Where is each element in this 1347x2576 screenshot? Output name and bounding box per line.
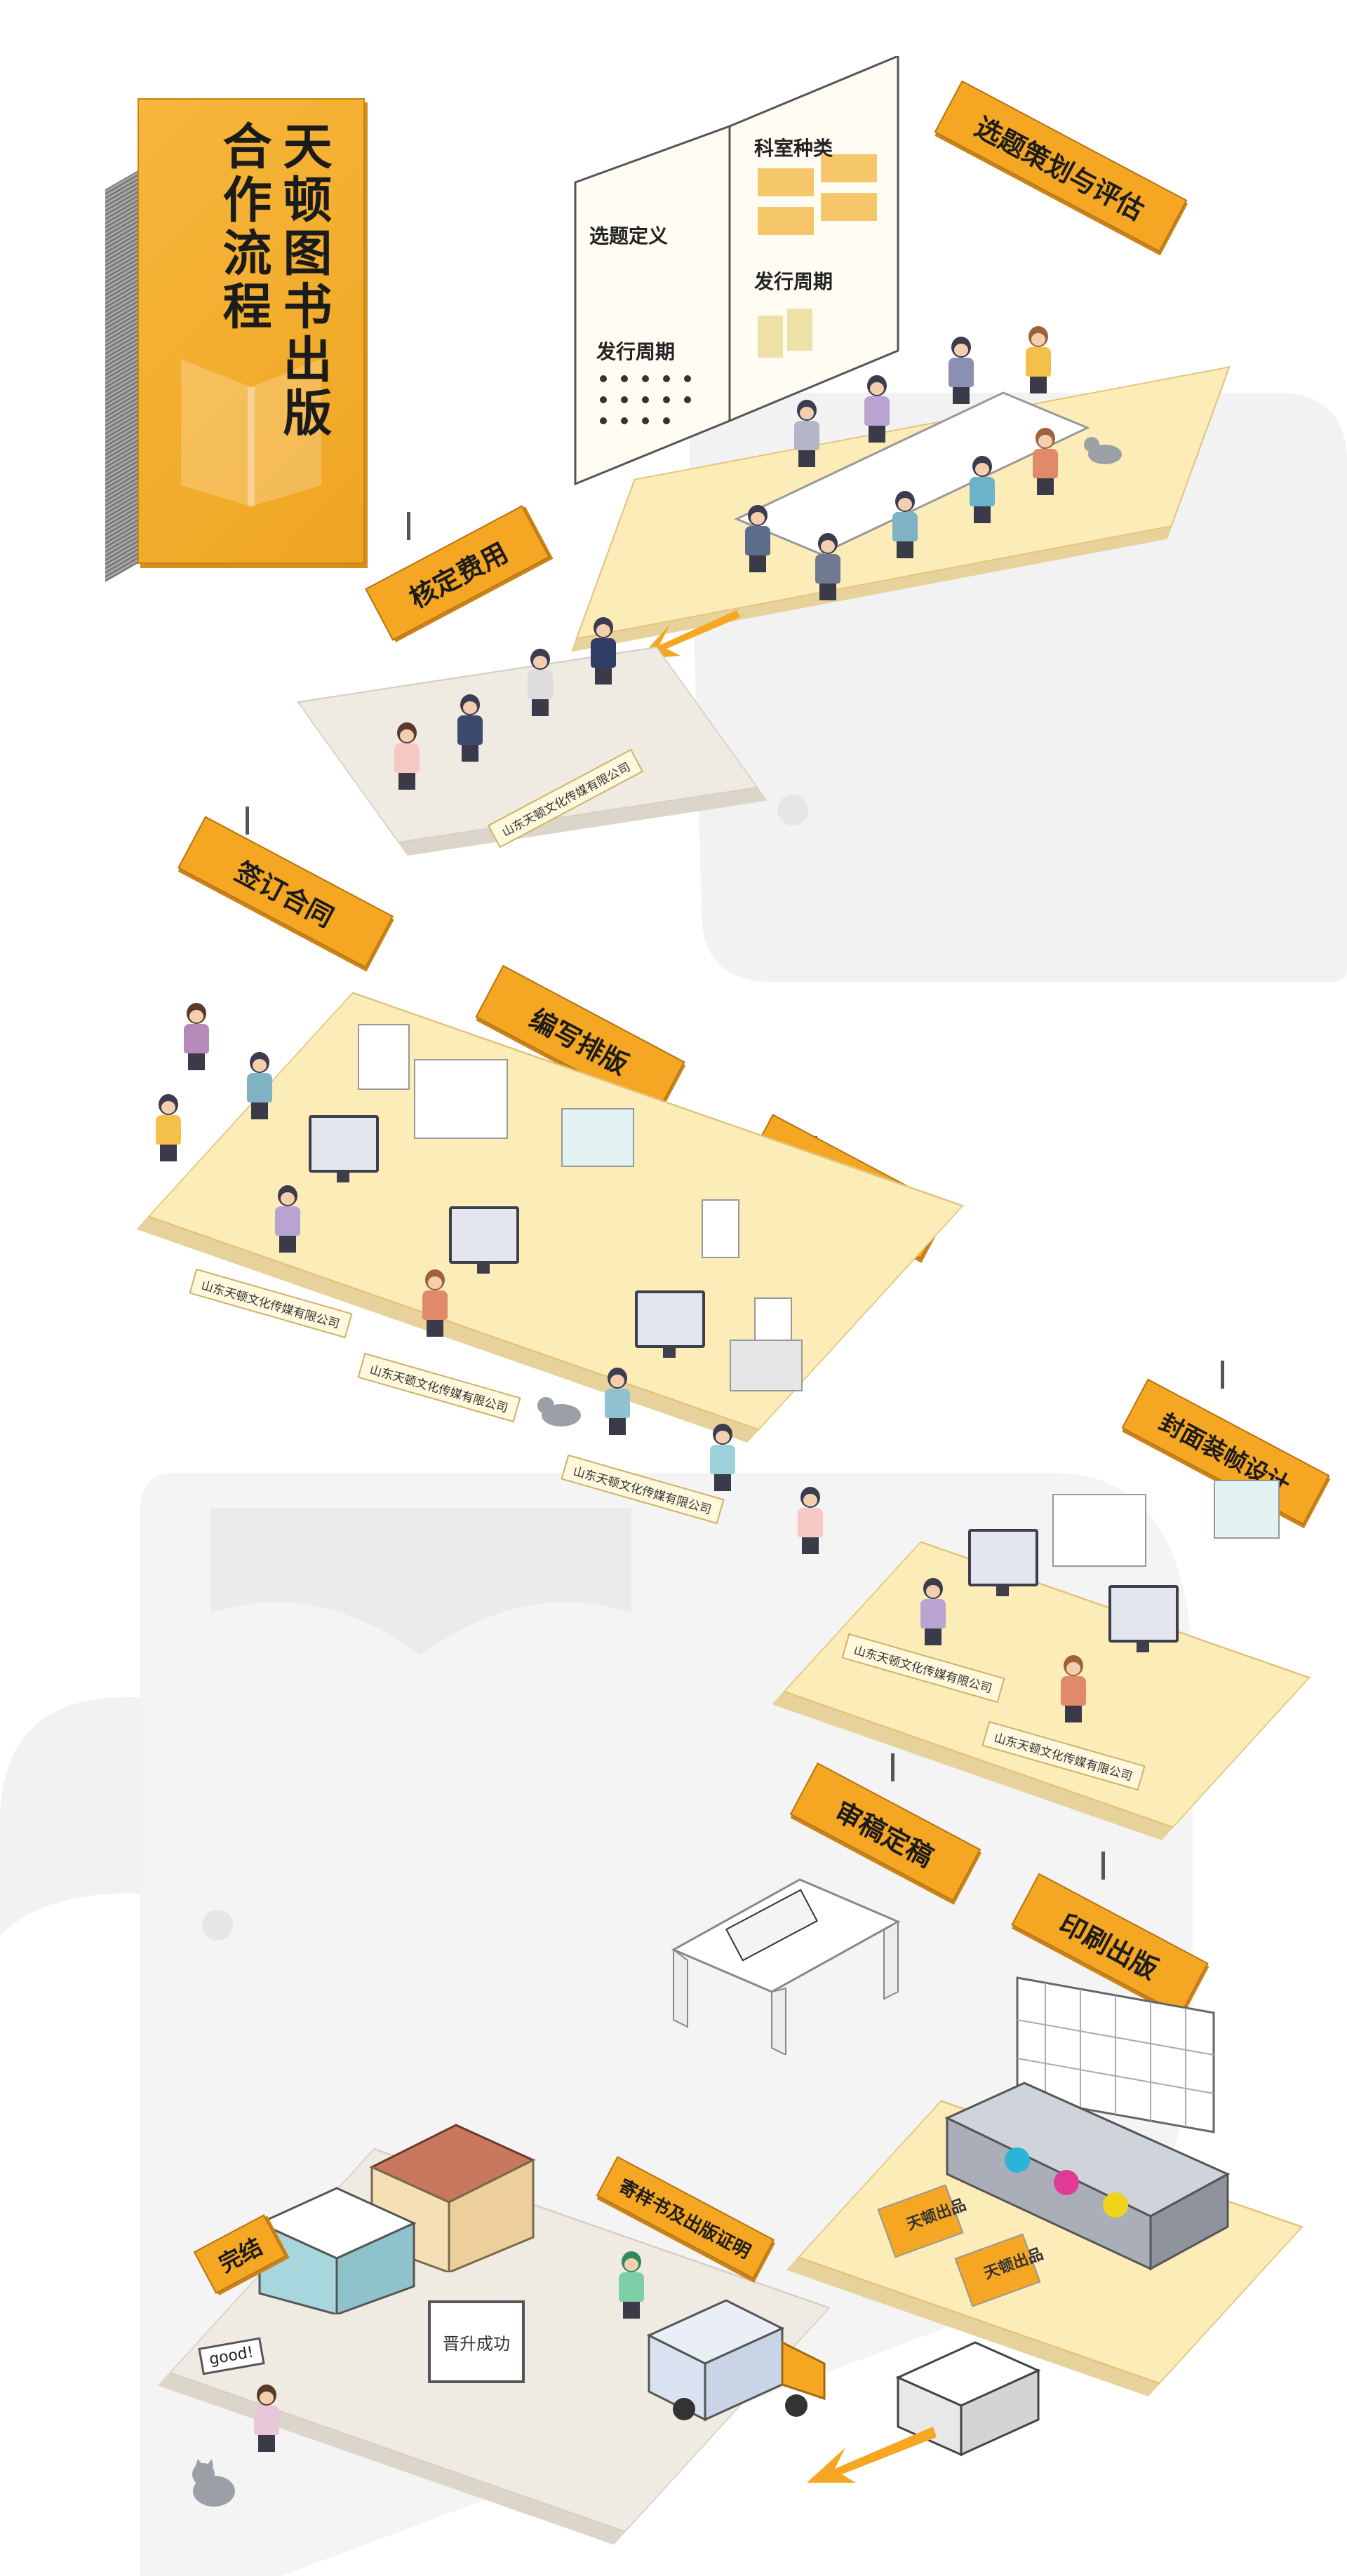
- person-contract-3: [154, 1094, 182, 1161]
- monitor-2: [449, 1206, 519, 1274]
- sign-post: [891, 1753, 894, 1781]
- person-contract-2: [246, 1052, 274, 1119]
- cover-spine: [105, 170, 138, 582]
- person-fee-3: [526, 649, 554, 716]
- contract-document: [358, 1024, 410, 1090]
- flow-arrow-2: [807, 2427, 937, 2483]
- person-office-4: [709, 1424, 737, 1491]
- monitor-3: [635, 1290, 705, 1358]
- step-sign-contract: 签订合同: [177, 816, 394, 969]
- person-meeting-6: [814, 533, 842, 600]
- book-heading-topic-definition: 选题定义: [589, 224, 669, 248]
- layout-screen: [561, 1108, 634, 1167]
- review-doc-2: [754, 1297, 792, 1342]
- printing-press: [944, 2082, 1231, 2271]
- open-book: 选题定义 发行周期 科室种类 发行周期: [568, 56, 905, 491]
- person-contract-1: [182, 1003, 210, 1070]
- step-sign-fee: 核定费用: [365, 505, 550, 641]
- company-plate-office-2: 山东天顿文化传媒有限公司: [357, 1352, 521, 1423]
- person-meeting-5: [744, 505, 772, 572]
- promotion-monitor: 晋升成功: [428, 2300, 525, 2383]
- company-plate-office-3: 山东天顿文化传媒有限公司: [561, 1454, 725, 1525]
- person-reader: [253, 2385, 281, 2452]
- print-proof-board: [1016, 1976, 1215, 2133]
- monitor-4: [968, 1529, 1038, 1596]
- promotion-text: 晋升成功: [443, 2333, 510, 2354]
- sign-post: [1101, 1852, 1105, 1880]
- layout-document: [414, 1059, 508, 1139]
- cover-screen: [1214, 1480, 1280, 1539]
- cover-book: 天顿图书出版 合作流程: [138, 98, 365, 564]
- book-stack: [895, 2341, 1041, 2457]
- sign-post: [246, 807, 249, 835]
- book-logo-icon: [181, 359, 321, 506]
- person-meeting-4: [1024, 326, 1052, 393]
- delivery-truck: [646, 2299, 826, 2422]
- cover-doc: [1052, 1494, 1146, 1567]
- person-cover-2: [1059, 1655, 1087, 1722]
- meeting-table: [734, 391, 1090, 555]
- sign-post: [407, 512, 410, 540]
- cover-platform: [783, 1541, 1311, 1828]
- monitor-1: [309, 1115, 379, 1182]
- step-sign-topic-planning: 选题策划与评估: [934, 80, 1188, 252]
- person-meeting-7: [891, 491, 919, 558]
- cover-title: 天顿图书出版 合作流程: [213, 121, 334, 440]
- sign-post: [1221, 1361, 1224, 1389]
- cover-title-line2: 合作流程: [215, 121, 272, 334]
- review-doc-1: [702, 1199, 739, 1258]
- warehouse: [369, 2124, 536, 2272]
- book-heading-release-cycle-left: 发行周期: [596, 340, 676, 363]
- person-office-3: [603, 1368, 631, 1435]
- book-heading-release-cycle-right: 发行周期: [754, 270, 833, 293]
- printer: [730, 1340, 803, 1391]
- flow-arrow-1: [638, 610, 740, 659]
- person-fee-2: [456, 694, 484, 762]
- person-fee-1: [393, 722, 421, 790]
- shop-building: [257, 2187, 417, 2314]
- person-meeting-9: [1031, 428, 1059, 495]
- person-office-5: [796, 1487, 824, 1554]
- cat-icon: [192, 2459, 235, 2507]
- cat-icon-office: [537, 1397, 581, 1427]
- person-fee-4: [589, 617, 617, 685]
- person-meeting-2: [863, 375, 891, 443]
- person-meeting-3: [947, 337, 975, 404]
- person-office-2: [421, 1269, 449, 1337]
- cover-title-line1: 天顿图书出版: [275, 121, 333, 440]
- person-office-1: [274, 1185, 302, 1253]
- open-book-pages: [574, 56, 899, 486]
- monitor-5: [1108, 1585, 1179, 1652]
- book-heading-department-types: 科室种类: [754, 137, 833, 160]
- person-meeting-1: [793, 400, 821, 467]
- review-desk: [671, 1878, 901, 2055]
- cat-icon-meeting: [1084, 437, 1122, 464]
- person-cover-1: [919, 1578, 947, 1645]
- person-meeting-8: [968, 456, 996, 523]
- person-delivery: [617, 2251, 645, 2319]
